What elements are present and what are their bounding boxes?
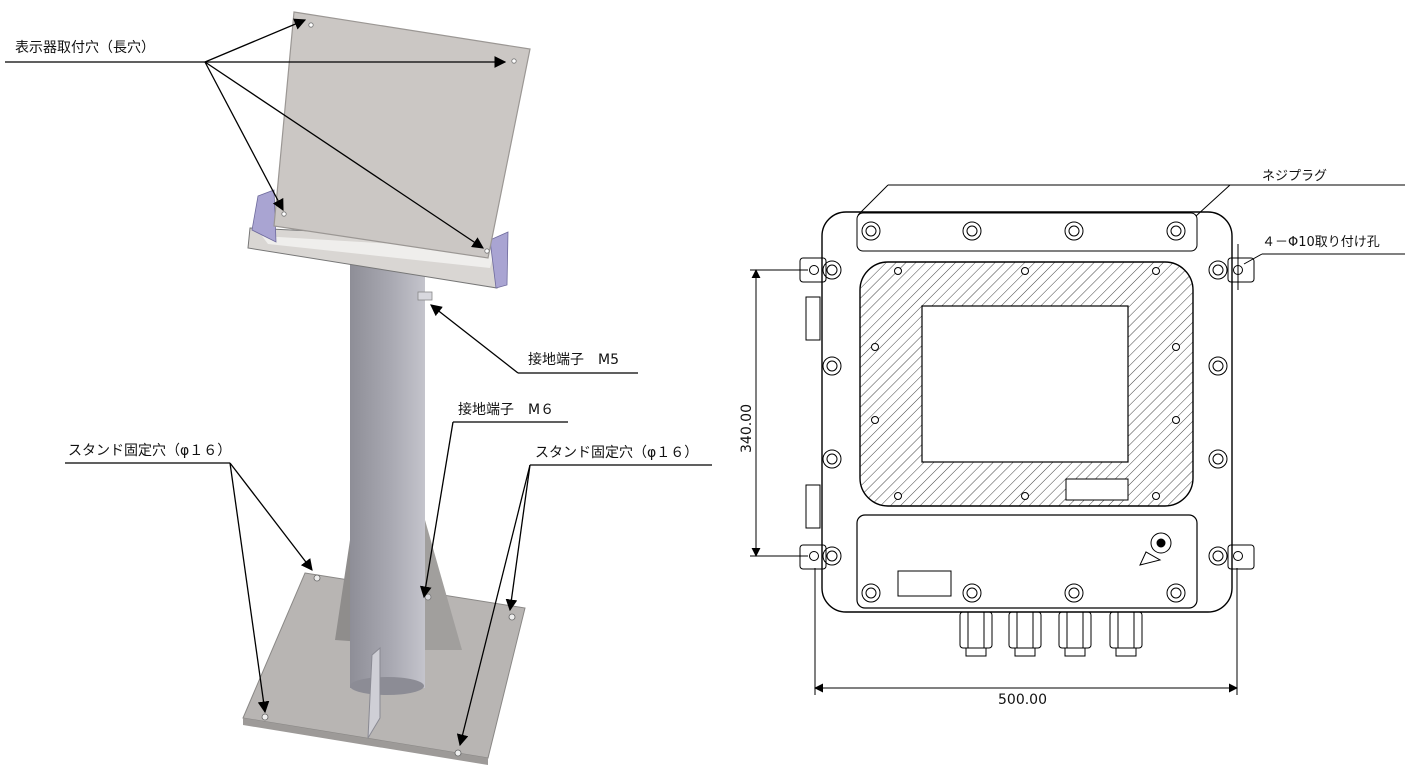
base-hole-2 [508, 613, 516, 621]
label-stand-holes-left: スタンド固定穴（φ１６） [68, 443, 231, 459]
base-hole-1 [313, 574, 321, 582]
ground-stud-m6 [424, 593, 432, 601]
ground-stud-m5 [417, 291, 433, 301]
display-panel [273, 11, 531, 259]
label-ground-m6: 接地端子 M６ [458, 401, 554, 418]
dimension-height-text: 340.00 [739, 404, 755, 453]
mount-ear-br [1227, 544, 1255, 570]
label-ground-m5: 接地端子 M5 [528, 351, 619, 368]
leader-stand-holes-left [65, 462, 313, 714]
panel-hole-4 [484, 248, 490, 254]
label-screw-plug: ネジプラグ [1262, 169, 1327, 184]
stand-pole [350, 258, 425, 688]
bracket-left [251, 189, 277, 243]
base-hole-3 [261, 713, 269, 721]
leader-display-holes [5, 18, 507, 249]
dimension-height [750, 269, 808, 557]
leader-ground-m5 [430, 304, 638, 374]
top-cover [856, 212, 1198, 252]
hinge-upper [805, 296, 821, 341]
hinge-lower [805, 484, 821, 529]
nameplate-lower [897, 570, 952, 597]
enclosure-front-view [799, 211, 1255, 657]
dimension-width-text: 500.00 [998, 692, 1047, 708]
nameplate-upper [1065, 478, 1129, 501]
panel-hole-2 [511, 58, 517, 64]
bolts [822, 221, 1228, 603]
label-display-holes: 表示器取付穴（長穴） [15, 40, 155, 56]
label-stand-holes-right: スタンド固定穴（φ１６） [535, 445, 698, 461]
tray-inner [262, 236, 495, 268]
display-window [921, 305, 1129, 463]
panel-hole-1 [308, 22, 314, 28]
leader-ground-m6 [419, 421, 568, 599]
stand-3d-view [242, 11, 531, 765]
base-hole-4 [454, 749, 462, 757]
dimension-width [814, 568, 1238, 695]
bracket-right [489, 231, 509, 289]
mount-ear-bl [799, 544, 827, 570]
label-mount-holes: ４－Φ10取り付け孔 [1262, 235, 1380, 250]
pole-bottom [350, 677, 424, 695]
window-screws [871, 267, 1180, 500]
base-gusset-right [420, 520, 462, 650]
leader-screw-plug [857, 184, 1405, 217]
front-fin [367, 646, 381, 739]
panel-hole-3 [281, 211, 287, 217]
cable-glands [959, 611, 1143, 657]
leader-stand-holes-right [456, 464, 712, 747]
base-plate-edge [243, 718, 488, 765]
terminal-box [856, 514, 1198, 609]
leader-mount-holes [1237, 244, 1405, 290]
key-switch [1139, 532, 1172, 566]
